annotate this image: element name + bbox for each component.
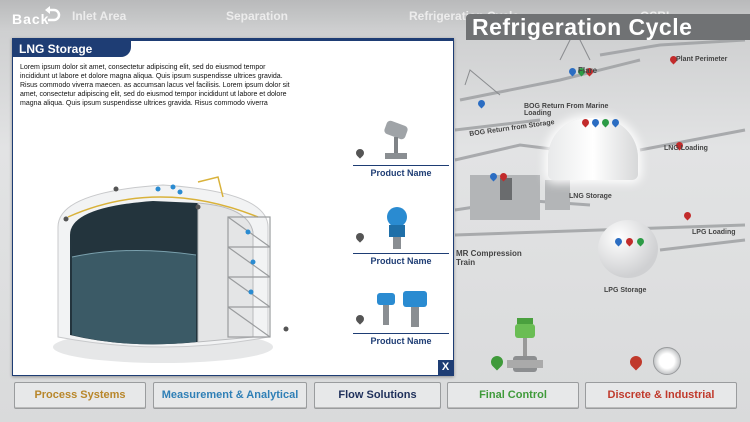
- panel-description: Lorem ipsum dolor sit amet, consectetur …: [20, 64, 290, 107]
- lng-storage-panel: LNG Storage Lorem ipsum dolor sit amet, …: [12, 38, 454, 376]
- panel-header: LNG Storage: [13, 39, 131, 57]
- nav-tab-separation[interactable]: Separation: [226, 9, 289, 23]
- gauge-icon: [653, 347, 681, 375]
- scene-label-plant-perimeter: Plant Perimeter: [676, 56, 728, 63]
- product-pin-icon: [354, 147, 366, 159]
- scene-label-lng-loading: LNG Loading: [664, 145, 708, 152]
- nav-discrete-industrial-label: Discrete & Industrial: [607, 389, 715, 401]
- back-arrow-icon: [45, 6, 61, 22]
- lpg-storage-sphere-scene[interactable]: [598, 220, 658, 278]
- nav-final-control-button[interactable]: Final Control: [447, 382, 579, 409]
- camera-sensor-icon: [384, 120, 408, 159]
- product-card-dual-transmitter[interactable]: Product Name: [353, 289, 453, 355]
- product-name: Product Name: [353, 333, 449, 350]
- dual-transmitter-icon: [377, 291, 427, 327]
- close-button[interactable]: X: [438, 360, 453, 375]
- nav-measurement-analytical-label: Measurement & Analytical: [161, 389, 299, 401]
- product-name: Product Name: [353, 165, 449, 182]
- product-card-camera-sensor[interactable]: Product Name: [353, 115, 453, 181]
- scene-label-bog-return-marine: BOG Return From Marine Loading: [524, 103, 609, 117]
- nav-tab-inlet-area[interactable]: Inlet Area: [72, 9, 127, 23]
- scene-label-mr-compression: MR Compression Train: [456, 249, 522, 267]
- scene-label-lpg-storage: LPG Storage: [604, 287, 647, 294]
- nav-final-control-label: Final Control: [479, 389, 547, 401]
- nav-measurement-analytical-button[interactable]: Measurement & Analytical: [153, 382, 307, 409]
- nav-process-systems-button[interactable]: Process Systems: [14, 382, 146, 409]
- control-valve-icon: [507, 318, 543, 372]
- scene-label-flare: Flare: [578, 66, 598, 75]
- page-title-banner: Refrigeration Cycle: [466, 14, 750, 40]
- nav-process-systems-label: Process Systems: [34, 389, 126, 401]
- product-pin-icon: [354, 231, 366, 243]
- product-pin-icon: [354, 313, 366, 325]
- lng-storage-tank-scene[interactable]: [548, 118, 638, 180]
- scene-label-lng-storage: LNG Storage: [569, 193, 612, 200]
- nav-flow-solutions-label: Flow Solutions: [338, 389, 417, 401]
- panel-title: LNG Storage: [19, 42, 93, 56]
- back-label: Back: [12, 11, 50, 27]
- transmitter-icon: [387, 207, 407, 249]
- product-name: Product Name: [353, 253, 449, 270]
- back-button[interactable]: Back: [8, 6, 64, 28]
- panel-top-border: [13, 39, 453, 41]
- nav-discrete-industrial-button[interactable]: Discrete & Industrial: [585, 382, 737, 409]
- nav-flow-solutions-button[interactable]: Flow Solutions: [314, 382, 441, 409]
- lng-tank-cutaway-illustration: [53, 176, 289, 363]
- product-card-transmitter[interactable]: Product Name: [353, 203, 453, 269]
- page-title: Refrigeration Cycle: [472, 14, 693, 40]
- scene-label-lpg-loading: LPG Loading: [692, 229, 736, 236]
